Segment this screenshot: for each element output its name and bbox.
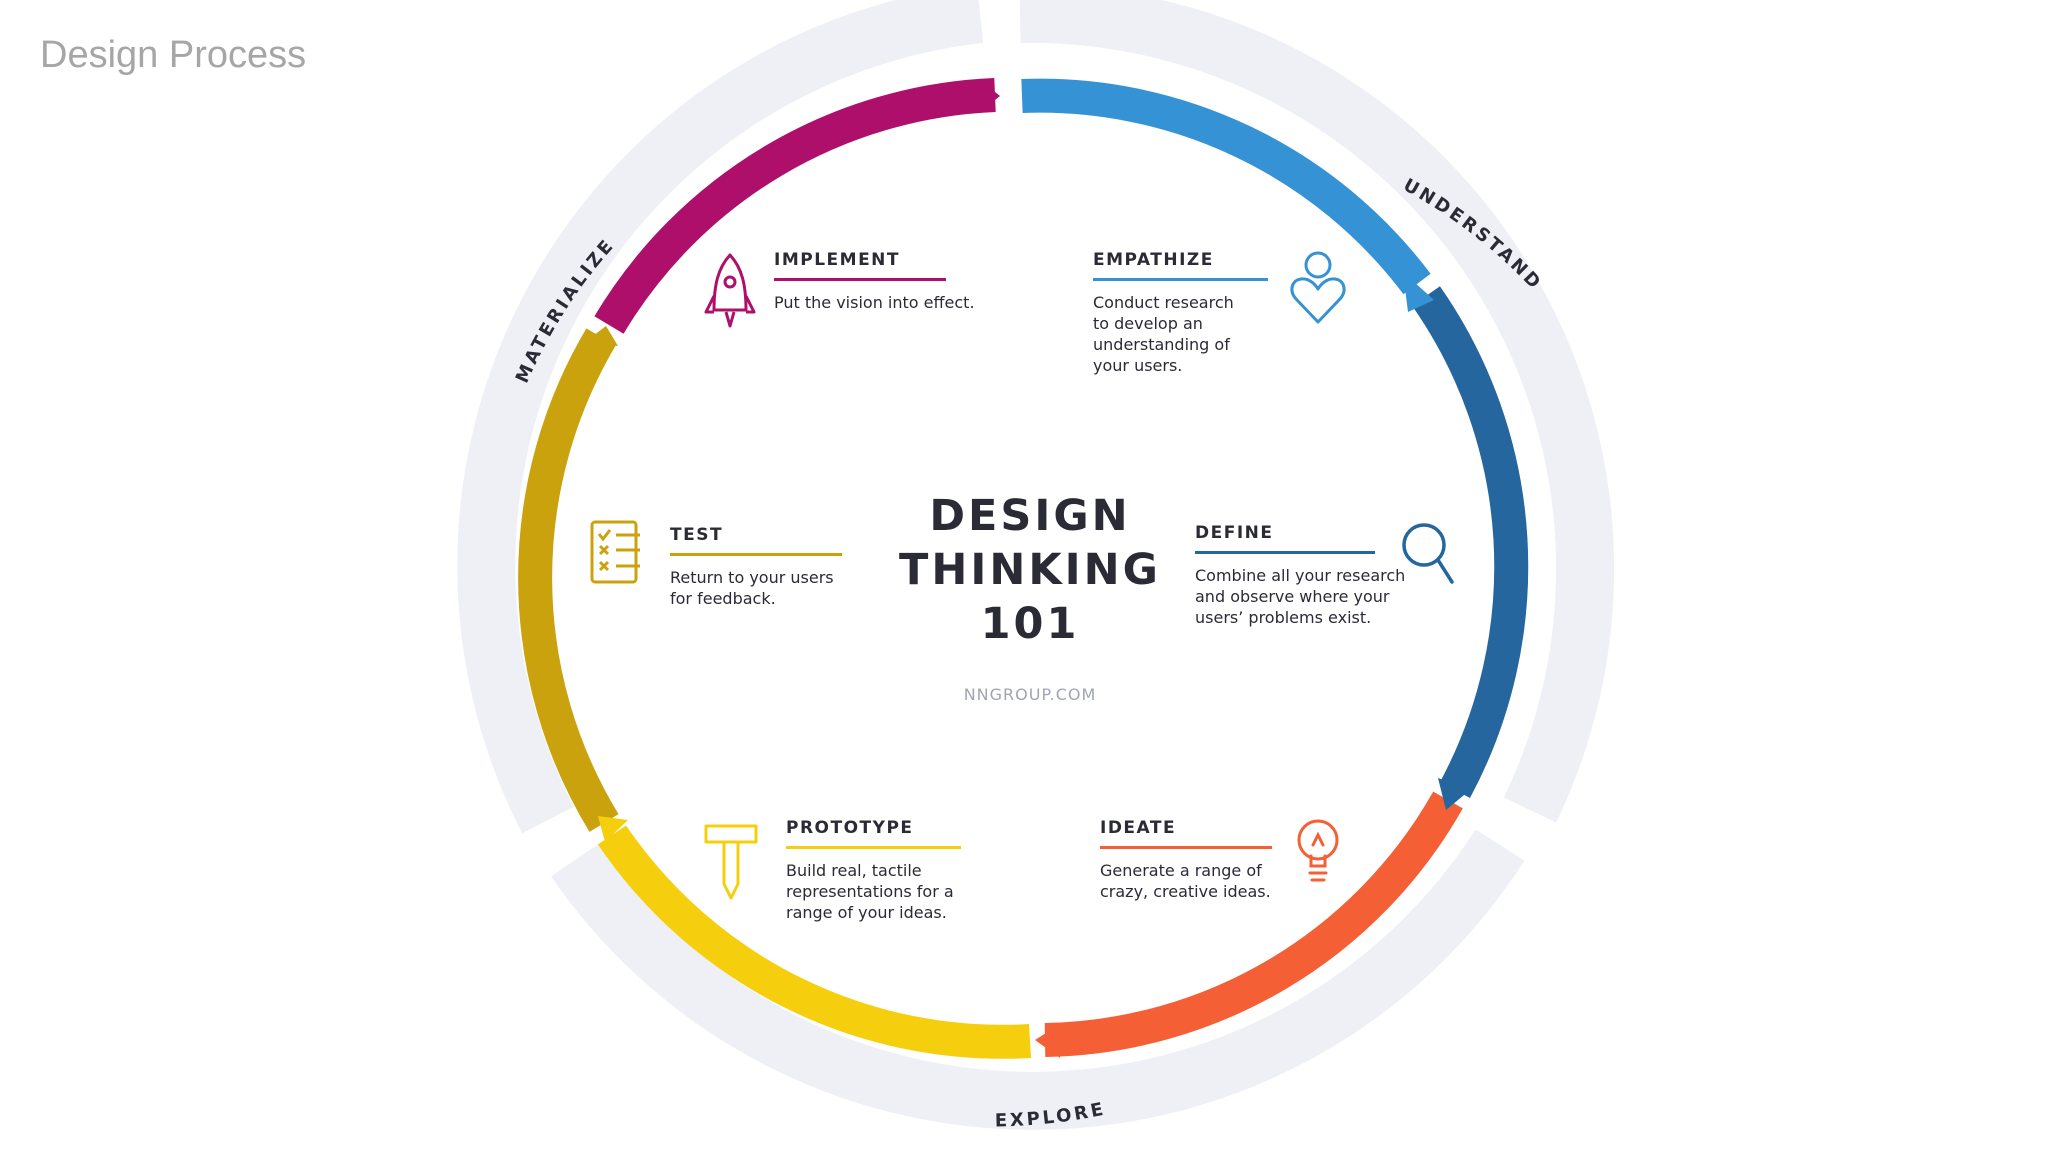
arc-ideate [1044,791,1463,1057]
stage-desc-empathize-2: to develop an [1093,314,1203,333]
source-label: NNGROUP.COM [964,685,1097,704]
center-title-line3: 101 [981,599,1080,649]
arc-implement [594,78,996,334]
stage-prototype: PROTOTYPE Build real, tactile representa… [704,818,961,922]
stage-ideate: IDEATE Generate a range of crazy, creati… [1100,818,1339,901]
stage-empathize: EMPATHIZE Conduct research to develop an… [1093,250,1346,375]
stage-desc-define-2: and observe where your [1195,587,1390,606]
stage-desc-empathize-3: understanding of [1093,335,1230,354]
hammer-icon [704,824,758,900]
stage-title-ideate: IDEATE [1100,818,1176,838]
stage-desc-define-1: Combine all your research [1195,566,1405,585]
stage-title-empathize: EMPATHIZE [1093,250,1214,270]
stage-desc-prototype-3: range of your ideas. [786,903,947,922]
checklist-icon [590,520,640,584]
stage-desc-ideate-1: Generate a range of [1100,861,1262,880]
arc-prototype [597,825,1031,1059]
person-heart-icon [1290,251,1346,324]
arrowhead-test [585,326,618,346]
center-title: DESIGN THINKING 101 NNGROUP.COM [899,491,1161,704]
magnifier-icon [1402,523,1454,584]
stage-desc-empathize-1: Conduct research [1093,293,1234,312]
outer-arc-explore [551,829,1525,1130]
stage-define: DEFINE Combine all your research and obs… [1195,523,1454,627]
slide-title: Design Process [40,34,307,76]
center-title-line2: THINKING [899,545,1161,595]
stage-ring [518,78,1529,1059]
underline-empathize [1093,278,1268,281]
stage-desc-define-3: users’ problems exist. [1195,608,1371,627]
stage-desc-empathize-4: your users. [1093,356,1182,375]
arrowhead-prototype [598,816,628,842]
arc-empathize [1021,78,1431,295]
stage-desc-ideate-2: crazy, creative ideas. [1100,882,1271,901]
stage-desc-prototype-1: Build real, tactile [786,861,922,880]
stage-test: TEST Return to your users for feedback. [590,520,842,608]
stage-title-test: TEST [670,525,723,545]
outer-arc-understand [1019,0,1615,823]
arrowhead-empathize [1403,272,1434,312]
rocket-icon [704,253,756,328]
stage-title-define: DEFINE [1195,523,1274,543]
arrowhead-ideate [1035,1024,1060,1058]
arc-test [518,328,619,832]
underline-ideate [1100,846,1272,849]
stage-desc-test-2: for feedback. [670,589,776,608]
stage-implement: IMPLEMENT Put the vision into effect. [704,250,975,328]
stage-desc-test-1: Return to your users [670,568,834,587]
underline-prototype [786,846,961,849]
underline-test [670,553,842,556]
outer-arc-materialize [457,0,984,834]
stage-title-prototype: PROTOTYPE [786,818,914,838]
stage-title-implement: IMPLEMENT [774,250,900,270]
arc-define [1412,286,1529,799]
arrowhead-implement [980,80,1000,112]
underline-define [1195,551,1375,554]
arrowhead-define [1438,778,1470,810]
center-title-line1: DESIGN [929,491,1130,541]
outer-ring [457,0,1615,1130]
underline-implement [774,278,946,281]
lightbulb-icon [1297,819,1339,882]
stage-desc-prototype-2: representations for a [786,882,954,901]
stage-desc-implement-1: Put the vision into effect. [774,293,975,312]
